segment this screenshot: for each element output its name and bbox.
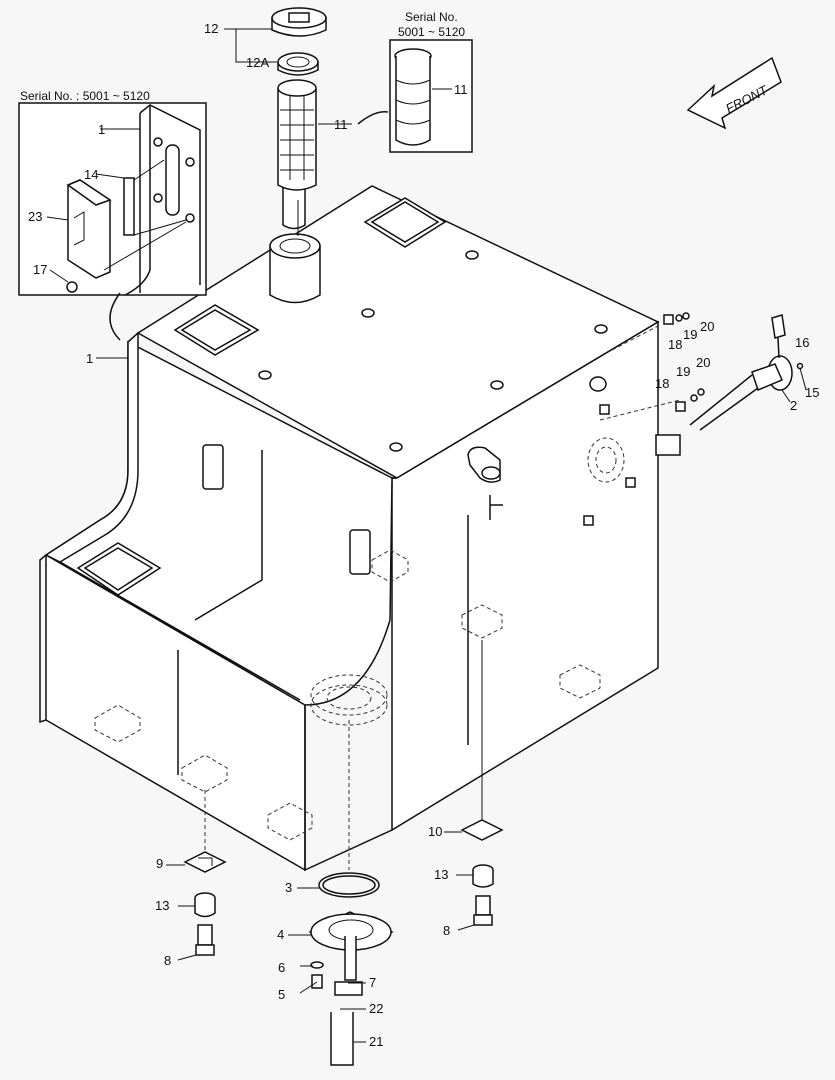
- hidden-pads: [94, 549, 601, 841]
- callout-11: 11: [334, 117, 348, 132]
- bolt-holes: [258, 250, 608, 452]
- callout-leaders: [166, 367, 807, 1043]
- callout-10: 10: [428, 824, 442, 839]
- callout-20b: 20: [696, 355, 710, 370]
- front-direction-arrow: FRONT: [686, 56, 782, 130]
- mounting-pads: [76, 197, 447, 596]
- callout-21: 21: [369, 1034, 383, 1049]
- callout-5: 5: [278, 987, 285, 1002]
- callout-18a: 18: [668, 337, 682, 352]
- callout-20a: 20: [700, 319, 714, 334]
- inset-right: Serial No. 5001 ~ 5120: [357, 10, 473, 153]
- callout-11-inset: 11: [454, 82, 468, 97]
- callout-4: 4: [277, 927, 284, 942]
- inset-right-serial-2: 5001 ~ 5120: [398, 25, 465, 39]
- callout-19b: 19: [676, 364, 690, 379]
- callout-labels: 12 12A 11 11 1 14 23 17 1 20 19 18 16 15…: [28, 21, 819, 1049]
- inset-left: Serial No. : 5001 ~ 5120: [18, 89, 207, 341]
- callout-22: 22: [369, 1001, 383, 1016]
- drain-assembly: [299, 872, 394, 1066]
- inset-left-serial: Serial No. : 5001 ~ 5120: [20, 89, 150, 103]
- callout-19a: 19: [683, 327, 697, 342]
- callout-17: 17: [33, 262, 47, 277]
- callout-13-left: 13: [155, 898, 169, 913]
- callout-7: 7: [369, 975, 376, 990]
- right-mount-hardware: [460, 819, 504, 926]
- callout-6: 6: [278, 960, 285, 975]
- level-gauge: [655, 312, 804, 456]
- callout-14: 14: [84, 167, 98, 182]
- leader-lines: [96, 28, 681, 870]
- callout-8-right: 8: [443, 923, 450, 938]
- callout-23: 23: [28, 209, 42, 224]
- callout-16: 16: [795, 335, 809, 350]
- callout-3: 3: [285, 880, 292, 895]
- filler-cap: [271, 7, 327, 76]
- callout-9: 9: [156, 856, 163, 871]
- inset-right-serial-1: Serial No.: [405, 10, 458, 24]
- callout-12: 12: [204, 21, 218, 36]
- callout-13-right: 13: [434, 867, 448, 882]
- side-fittings: [202, 376, 636, 575]
- left-mount-hardware: [183, 851, 227, 956]
- callout-12a: 12A: [246, 55, 269, 70]
- strainer: [277, 79, 317, 230]
- callout-1-inset: 1: [98, 122, 105, 137]
- tank-step-top: [44, 331, 306, 706]
- filler-neck: [269, 233, 321, 304]
- callout-8-left: 8: [164, 953, 171, 968]
- callout-18b: 18: [655, 376, 669, 391]
- callout-15: 15: [805, 385, 819, 400]
- callout-1: 1: [86, 351, 93, 366]
- callout-2: 2: [790, 398, 797, 413]
- hydraulic-tank: [39, 185, 660, 872]
